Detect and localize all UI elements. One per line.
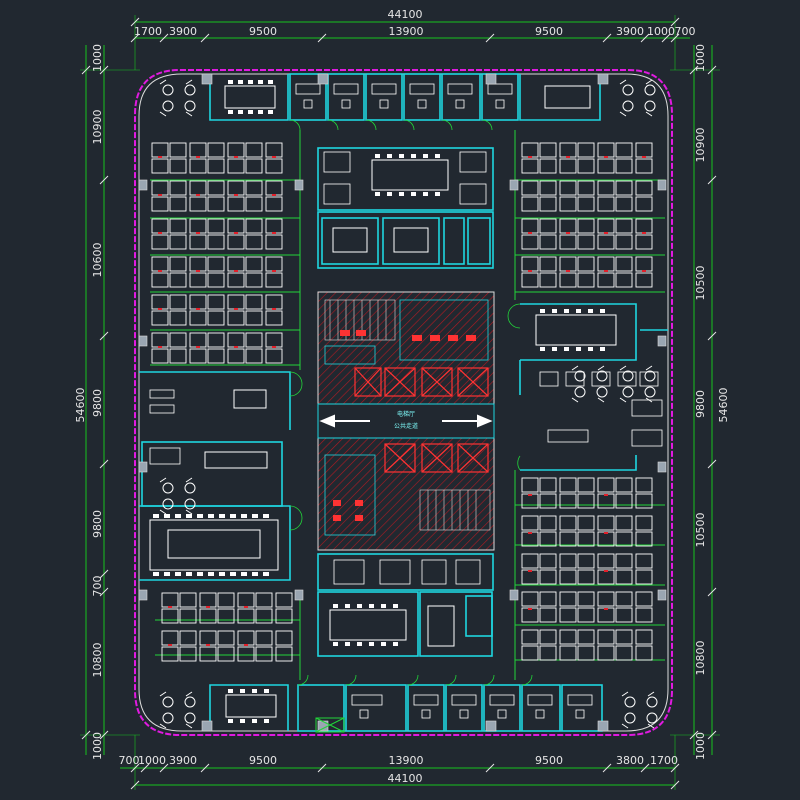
- conference-tables: [149, 85, 617, 718]
- lobby-label: 电梯厅: [397, 410, 415, 418]
- lounge-seating: [159, 79, 658, 729]
- exterior-wall: [138, 73, 669, 732]
- bottom-dim-7: 3800: [616, 754, 644, 767]
- left-dim-7: 10800: [91, 643, 104, 678]
- top-dim-8: 700: [675, 25, 696, 38]
- top-dim-1: 1700: [134, 25, 162, 38]
- corridor-label: 公共走道: [394, 422, 418, 430]
- bottom-dim-3: 3900: [169, 754, 197, 767]
- top-dim-2: 3900: [169, 25, 197, 38]
- right-dim-2: 10900: [694, 128, 707, 163]
- bottom-dim-4: 9500: [249, 754, 277, 767]
- bottom-total-dim: 44100: [388, 772, 423, 785]
- left-dim-3: 10600: [91, 243, 104, 278]
- top-total-dim: 44100: [388, 8, 423, 21]
- right-dim-6: 10800: [694, 641, 707, 676]
- right-dim-4: 9800: [694, 390, 707, 418]
- left-dim-8: 1000: [91, 732, 104, 760]
- top-dim-4: 13900: [389, 25, 424, 38]
- right-dim-3: 10500: [694, 266, 707, 301]
- top-dim-3: 9500: [249, 25, 277, 38]
- left-dim-4: 9800: [91, 389, 104, 417]
- left-dim-6: 700: [91, 576, 104, 597]
- door-swings: [289, 119, 533, 686]
- top-dim-5: 9500: [535, 25, 563, 38]
- right-dim-5: 10500: [694, 513, 707, 548]
- right-dim-7: 1000: [694, 732, 707, 760]
- left-dim-2: 10900: [91, 110, 104, 145]
- exit-sign-icon: [315, 717, 345, 733]
- building-boundary: [134, 69, 673, 736]
- top-dim-7: 1000: [647, 25, 675, 38]
- dimension-texts: 44100 44100 1700 3900 9500 13900 9500 39…: [74, 8, 730, 785]
- conference-chairs: [153, 80, 605, 723]
- workstation-partitions: [150, 130, 665, 680]
- bottom-dim-8: 1700: [650, 754, 678, 767]
- right-dim-1: 1000: [694, 44, 707, 72]
- left-total-dim: 54600: [74, 388, 87, 423]
- desk-red-markers: [158, 156, 646, 646]
- top-dim-6: 3900: [616, 25, 644, 38]
- dimension-lines: [80, 15, 720, 790]
- structural-columns: [138, 73, 667, 732]
- left-dim-1: 1000: [91, 44, 104, 72]
- bottom-dim-2: 1000: [138, 754, 166, 767]
- bottom-dim-5: 13900: [389, 754, 424, 767]
- bottom-dim-6: 9500: [535, 754, 563, 767]
- office-furniture: [149, 83, 663, 719]
- central-core: 电梯厅 公共走道: [317, 291, 495, 551]
- left-dim-5: 9800: [91, 510, 104, 538]
- bottom-dim-1: 700: [119, 754, 140, 767]
- right-total-dim: 54600: [717, 388, 730, 423]
